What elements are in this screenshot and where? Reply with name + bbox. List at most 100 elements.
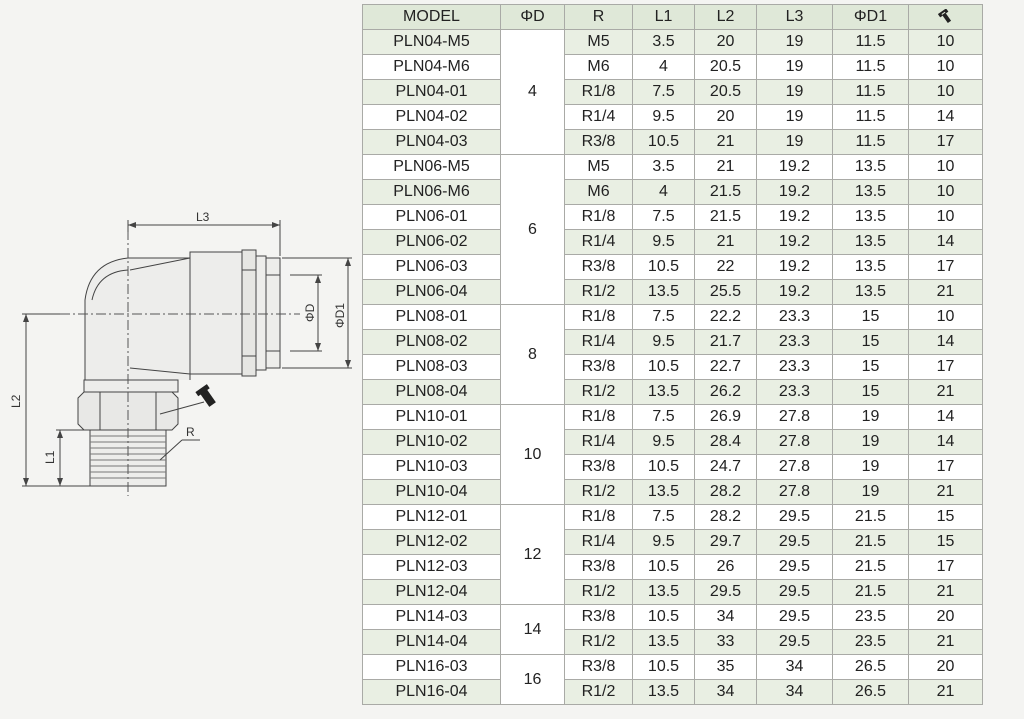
phi-d1-cell: 15 [832, 304, 909, 330]
model-cell: PLN08-02 [362, 329, 501, 355]
phi-d1-cell: 13.5 [832, 204, 909, 230]
wrench-size-cell: 10 [908, 179, 983, 205]
wrench-size-cell: 21 [908, 279, 983, 305]
phi-d1-cell: 13.5 [832, 179, 909, 205]
wrench-size-cell: 10 [908, 304, 983, 330]
phi-d1-cell: 11.5 [832, 129, 909, 155]
l2-cell: 33 [694, 629, 757, 655]
l3-cell: 23.3 [756, 379, 833, 405]
l2-cell: 21.5 [694, 179, 757, 205]
model-cell: PLN12-04 [362, 579, 501, 605]
l3-cell: 19 [756, 104, 833, 130]
phi-d1-cell: 11.5 [832, 104, 909, 130]
r-cell: M6 [564, 54, 633, 80]
elbow-fitting-diagram: L3 ΦD ΦD1 L2 L1 R [9, 210, 352, 496]
r-cell: R3/8 [564, 254, 633, 280]
model-cell: PLN14-03 [362, 604, 501, 630]
header-l2: L2 [694, 4, 757, 30]
model-cell: PLN04-01 [362, 79, 501, 105]
model-cell: PLN12-01 [362, 504, 501, 530]
dim-label-l1: L1 [43, 450, 57, 464]
l2-cell: 21.5 [694, 204, 757, 230]
phi-d1-cell: 13.5 [832, 154, 909, 180]
phi-d1-cell: 19 [832, 479, 909, 505]
phi-d1-cell: 15 [832, 354, 909, 380]
model-cell: PLN12-03 [362, 554, 501, 580]
phi-d1-cell: 13.5 [832, 254, 909, 280]
header-phi-d1: ΦD1 [832, 4, 909, 30]
phi-d1-cell: 19 [832, 429, 909, 455]
r-cell: R1/2 [564, 629, 633, 655]
l3-cell: 19 [756, 29, 833, 55]
phi-d1-cell: 26.5 [832, 679, 909, 705]
phi-d1-cell: 11.5 [832, 29, 909, 55]
phi-d1-cell: 21.5 [832, 579, 909, 605]
r-cell: R3/8 [564, 604, 633, 630]
l1-cell: 7.5 [632, 404, 695, 430]
l1-cell: 10.5 [632, 129, 695, 155]
r-cell: R1/2 [564, 579, 633, 605]
wrench-size-cell: 14 [908, 429, 983, 455]
l3-cell: 34 [756, 654, 833, 680]
l2-cell: 22.2 [694, 304, 757, 330]
r-cell: R3/8 [564, 129, 633, 155]
l1-cell: 13.5 [632, 679, 695, 705]
model-cell: PLN06-02 [362, 229, 501, 255]
wrench-icon [195, 384, 216, 407]
l2-cell: 26 [694, 554, 757, 580]
wrench-size-cell: 10 [908, 79, 983, 105]
wrench-size-cell: 14 [908, 329, 983, 355]
l1-cell: 4 [632, 179, 695, 205]
phi-d1-cell: 21.5 [832, 504, 909, 530]
l2-cell: 20.5 [694, 54, 757, 80]
model-cell: PLN06-04 [362, 279, 501, 305]
model-cell: PLN16-04 [362, 679, 501, 705]
l3-cell: 19.2 [756, 179, 833, 205]
header-phi-d: ΦD [500, 4, 565, 30]
wrench-size-cell: 10 [908, 154, 983, 180]
r-cell: R1/8 [564, 404, 633, 430]
r-cell: R1/4 [564, 329, 633, 355]
l1-cell: 3.5 [632, 29, 695, 55]
l2-cell: 34 [694, 604, 757, 630]
phi-d1-cell: 21.5 [832, 554, 909, 580]
model-cell: PLN08-04 [362, 379, 501, 405]
phi-d1-cell: 23.5 [832, 604, 909, 630]
l3-cell: 19 [756, 129, 833, 155]
l1-cell: 13.5 [632, 279, 695, 305]
l3-cell: 27.8 [756, 454, 833, 480]
l3-cell: 23.3 [756, 329, 833, 355]
r-cell: R1/2 [564, 379, 633, 405]
l1-cell: 10.5 [632, 604, 695, 630]
phi-d-cell: 16 [500, 654, 565, 705]
r-cell: R3/8 [564, 354, 633, 380]
l3-cell: 27.8 [756, 479, 833, 505]
l2-cell: 28.2 [694, 479, 757, 505]
model-cell: PLN06-01 [362, 204, 501, 230]
l1-cell: 13.5 [632, 629, 695, 655]
l3-cell: 29.5 [756, 529, 833, 555]
wrench-size-cell: 20 [908, 604, 983, 630]
model-cell: PLN10-01 [362, 404, 501, 430]
model-cell: PLN04-M5 [362, 29, 501, 55]
phi-d1-cell: 15 [832, 379, 909, 405]
l3-cell: 29.5 [756, 504, 833, 530]
l2-cell: 34 [694, 679, 757, 705]
wrench-size-cell: 14 [908, 404, 983, 430]
r-cell: R1/8 [564, 504, 633, 530]
r-cell: R1/8 [564, 304, 633, 330]
wrench-size-cell: 21 [908, 679, 983, 705]
wrench-size-cell: 17 [908, 354, 983, 380]
l1-cell: 7.5 [632, 504, 695, 530]
l2-cell: 28.2 [694, 504, 757, 530]
phi-d1-cell: 26.5 [832, 654, 909, 680]
l3-cell: 19 [756, 79, 833, 105]
l3-cell: 29.5 [756, 554, 833, 580]
